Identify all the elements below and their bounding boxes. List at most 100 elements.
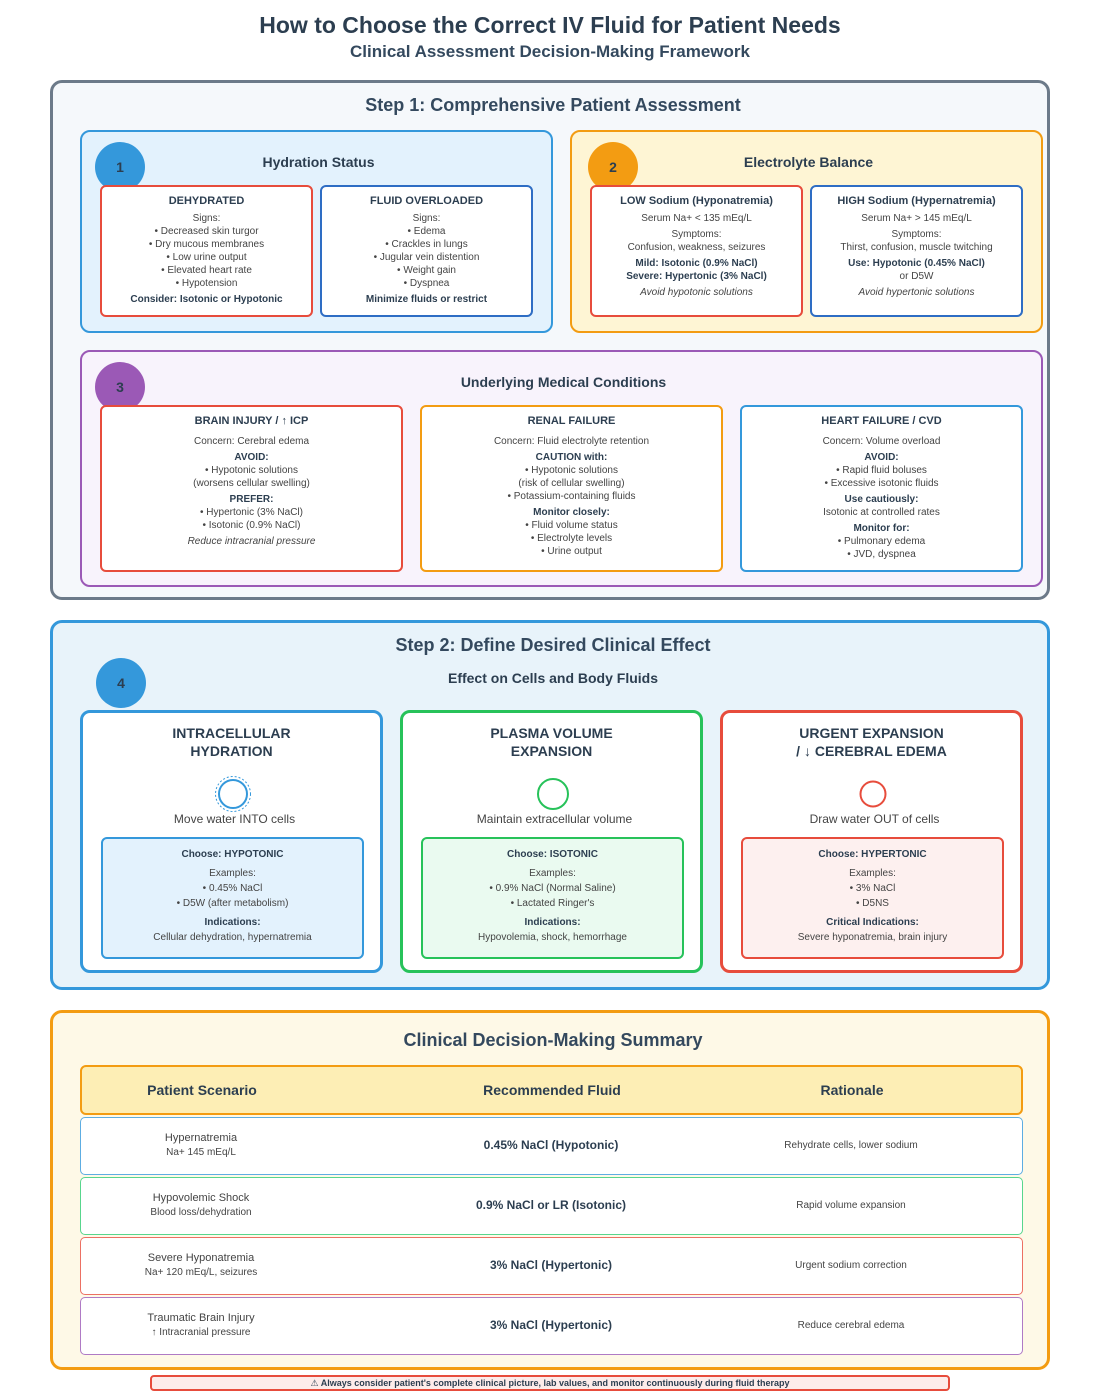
renal-failure-monitor-label: Monitor closely: — [533, 507, 610, 518]
heart-failure-monitor: • JVD, dyspnea — [847, 549, 916, 560]
example-item: • Lactated Ringer's — [510, 898, 595, 909]
conditions-panel: 3 Underlying Medical Conditions BRAIN IN… — [80, 350, 1043, 587]
hydration-panel: 1 Hydration Status DEHYDRATED Signs: • D… — [80, 130, 553, 333]
step-badge-4: 4 — [96, 658, 146, 708]
heart-failure-avoid: • Excessive isotonic fluids — [824, 478, 939, 489]
electrolyte-title: Electrolyte Balance — [743, 154, 874, 170]
overloaded-sign: • Dyspnea — [403, 278, 450, 289]
high-sodium-symptoms: Thirst, confusion, muscle twitching — [840, 242, 993, 253]
step-badge-1: 1 — [95, 142, 145, 192]
high-sodium-symptoms-label: Symptoms: — [891, 229, 942, 240]
brain-injury-note: Reduce intracranial pressure — [187, 536, 316, 547]
heart-failure-title: HEART FAILURE / CVD — [821, 415, 942, 427]
recommended-fluid: 3% NaCl (Hypertonic) — [489, 1258, 613, 1272]
brain-injury-title: BRAIN INJURY / ↑ ICP — [194, 415, 309, 427]
examples-label: Examples: — [849, 868, 896, 879]
rationale-text: Rapid volume expansion — [796, 1200, 906, 1211]
footer-warning: ⚠ Always consider patient's complete cli… — [150, 1375, 950, 1391]
heart-failure-caution: Isotonic at controlled rates — [823, 507, 940, 518]
effect-description: Move water INTO cells — [173, 812, 296, 826]
hydration-title: Hydration Status — [262, 154, 375, 170]
renal-failure-caution: • Potassium-containing fluids — [507, 491, 636, 502]
low-sodium-card: LOW Sodium (Hyponatremia) Serum Na+ < 13… — [590, 185, 803, 317]
examples-label: Examples: — [529, 868, 576, 879]
brain-injury-concern: Concern: Cerebral edema — [193, 436, 310, 447]
overloaded-signs-label: Signs: — [412, 213, 441, 224]
low-sodium-mild: Mild: Isotonic (0.9% NaCl) — [635, 258, 758, 269]
recommended-fluid: 0.45% NaCl (Hypotonic) — [483, 1138, 619, 1152]
cell-stable-icon — [537, 778, 569, 810]
dehydrated-sign: • Elevated heart rate — [161, 265, 252, 276]
step2-subtitle: Effect on Cells and Body Fluids — [447, 670, 659, 686]
brain-injury-avoid: • Hypotonic solutions — [205, 465, 298, 476]
summary-title: Clinical Decision-Making Summary — [403, 1030, 703, 1050]
heart-failure-avoid-label: AVOID: — [864, 452, 899, 463]
effect-title: HYDRATION — [190, 743, 273, 759]
choice-box-hypotonic: Choose: HYPOTONIC Examples: • 0.45% NaCl… — [101, 837, 364, 959]
choice-label: Choose: HYPOTONIC — [181, 849, 284, 860]
renal-failure-title: RENAL FAILURE — [527, 415, 616, 427]
cell-shrinking-icon — [859, 780, 887, 808]
rationale-text: Urgent sodium correction — [795, 1260, 907, 1271]
renal-failure-concern: Concern: Fluid electrolyte retention — [493, 436, 650, 447]
example-item: • D5NS — [856, 898, 889, 909]
electrolyte-panel: 2 Electrolyte Balance LOW Sodium (Hypona… — [570, 130, 1043, 333]
scenario-detail: Na+ 145 mEq/L — [166, 1147, 236, 1158]
brain-injury-avoid: (worsens cellular swelling) — [193, 478, 310, 489]
low-sodium-symptoms-label: Symptoms: — [671, 229, 722, 240]
high-sodium-use: Use: Hypotonic (0.45% NaCl) — [848, 258, 985, 269]
step-badge-3: 3 — [95, 362, 145, 412]
scenario-name: Hypovolemic Shock — [152, 1192, 250, 1204]
scenario-name: Severe Hyponatremia — [147, 1252, 255, 1264]
renal-failure-card: RENAL FAILURE Concern: Fluid electrolyte… — [420, 405, 723, 572]
example-item: • 0.45% NaCl — [202, 883, 263, 894]
renal-failure-monitor: • Electrolyte levels — [530, 533, 613, 544]
recommended-fluid: 0.9% NaCl or LR (Isotonic) — [475, 1198, 627, 1212]
step1-section: Step 1: Comprehensive Patient Assessment… — [50, 80, 1050, 600]
heart-failure-monitor: • Pulmonary edema — [837, 536, 926, 547]
dehydrated-signs-label: Signs: — [192, 213, 221, 224]
overloaded-card: FLUID OVERLOADED Signs: • Edema • Crackl… — [320, 185, 533, 317]
summary-table-header: Patient Scenario Recommended Fluid Ratio… — [80, 1065, 1023, 1115]
rationale-text: Rehydrate cells, lower sodium — [784, 1140, 918, 1151]
low-sodium-serum: Serum Na+ < 135 mEq/L — [641, 213, 752, 224]
example-item: • 3% NaCl — [849, 883, 896, 894]
low-sodium-symptoms: Confusion, weakness, seizures — [627, 242, 766, 253]
scenario-detail: ↑ Intracranial pressure — [151, 1327, 251, 1338]
renal-failure-caution-label: CAUTION with: — [535, 452, 608, 463]
brain-injury-prefer-label: PREFER: — [229, 494, 274, 505]
low-sodium-severe: Severe: Hypertonic (3% NaCl) — [626, 271, 767, 282]
indications-text: Hypovolemia, shock, hemorrhage — [478, 932, 627, 943]
low-sodium-title: LOW Sodium (Hyponatremia) — [620, 195, 773, 207]
choice-label: Choose: HYPERTONIC — [818, 849, 927, 860]
effect-card-hypotonic: INTRACELLULAR HYDRATION Move water INTO c… — [80, 710, 383, 973]
brain-injury-prefer: • Hypertonic (3% NaCl) — [200, 507, 303, 518]
indications-label: Indications: — [524, 917, 581, 928]
scenario-detail: Na+ 120 mEq/L, seizures — [144, 1267, 258, 1278]
overloaded-sign: • Jugular vein distention — [373, 252, 480, 263]
effect-title: PLASMA VOLUME — [490, 725, 613, 741]
brain-injury-prefer: • Isotonic (0.9% NaCl) — [202, 520, 301, 531]
dehydrated-sign: • Low urine output — [166, 252, 247, 263]
low-sodium-avoid: Avoid hypotonic solutions — [640, 287, 753, 298]
indications-text: Severe hyponatremia, brain injury — [797, 932, 948, 943]
effect-title: URGENT EXPANSION — [799, 725, 944, 741]
page-subtitle: Clinical Assessment Decision-Making Fram… — [350, 42, 750, 61]
overloaded-sign: • Edema — [407, 226, 446, 237]
scenario-detail: Blood loss/dehydration — [150, 1207, 252, 1218]
effect-card-hypertonic: URGENT EXPANSION/ ↓ CEREBRAL EDEMA Draw … — [720, 710, 1023, 973]
high-sodium-card: HIGH Sodium (Hypernatremia) Serum Na+ > … — [810, 185, 1023, 317]
effect-description: Draw water OUT of cells — [809, 812, 940, 826]
effect-title: INTRACELLULAR — [172, 725, 291, 741]
heart-failure-avoid: • Rapid fluid boluses — [836, 465, 927, 476]
effect-title: EXPANSION — [510, 743, 593, 759]
choice-label: Choose: ISOTONIC — [507, 849, 598, 860]
column-header-rationale: Rationale — [820, 1082, 884, 1098]
page-title: How to Choose the Correct IV Fluid for P… — [259, 12, 841, 38]
renal-failure-caution: • Hypotonic solutions — [525, 465, 618, 476]
overloaded-title: FLUID OVERLOADED — [369, 195, 484, 207]
dehydrated-sign: • Dry mucous membranes — [148, 239, 265, 250]
